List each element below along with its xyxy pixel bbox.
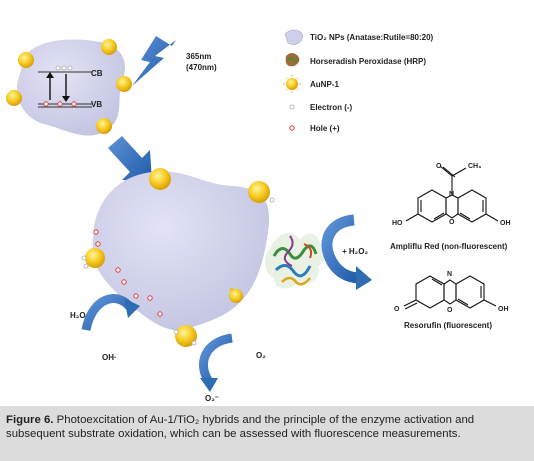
caption-text: Photoexcitation of Au-1/TiO₂ hybrids and… [6,414,475,440]
cb-label: CB [91,69,103,78]
electron-icon [67,65,73,71]
hole-legend-icon [289,125,295,131]
lightning-bolt-icon [132,36,176,86]
electron-icon [173,329,179,335]
hole-icon [147,295,153,301]
caption-background [0,406,534,461]
h2o-label: H₂O [70,311,86,320]
resorufin-oh-label: OH [498,306,509,313]
electron-icon [191,340,197,346]
resorufin-name: Resorufin (fluorescent) [404,321,492,330]
hole-icon [133,293,139,299]
gold-np-icon [18,52,34,68]
gold-np-icon [96,118,112,134]
o2-label: O₂ [256,351,266,360]
electron-icon [269,197,275,203]
electron-icon [81,255,87,261]
hole-icon [157,311,163,317]
hole-icon [57,101,63,107]
gold-np-icon [101,39,117,55]
caption-label: Figure 6. [6,414,54,426]
tio2-legend-icon [284,29,303,45]
superoxide-label: O₂⁻ [205,394,219,403]
wavelength-label: 365nm [186,52,211,61]
transfer-arrow-icon [108,136,152,182]
resorufin-ring-o-label: O [447,307,453,314]
oh-radical-label: OH· [102,353,117,362]
ampliflu-oh-label: OH [500,220,511,227]
aunp-legend-icon [283,75,301,93]
hrp-legend-icon [285,53,300,67]
legend-hrp: Horseradish Peroxidase (HRP) [310,57,426,66]
ampliflu-name: Ampliflu Red (non-fluorescent) [390,242,508,251]
gold-np-icon [85,248,105,268]
ampliflu-o-label: O [436,163,442,170]
figure-graphic: CB VB 365nm (470nm) [6,29,511,403]
ampliflu-n-label: N [449,191,454,198]
hole-icon [71,101,77,107]
hole-icon [115,267,121,273]
ampliflu-ring-o-label: O [449,219,455,226]
ampliflu-ho-label: HO [392,220,403,227]
hole-icon [121,279,127,285]
electron-icon [55,65,61,71]
resorufin-structure [403,275,497,310]
legend-tio2: TiO₂ NPs (Anatase:Rutile=80:20) [310,33,434,42]
figure-caption: Figure 6. Photoexcitation of Au-1/TiO₂ h… [6,413,528,441]
gold-np-icon [6,90,22,106]
ampliflu-red-structure [405,165,499,223]
resorufin-keto-o-label: O [394,306,400,313]
vb-label: VB [91,100,102,109]
electron-icon [83,263,89,269]
large-tio2-particle [81,168,275,347]
ch3-label: CH₃ [468,163,481,170]
electron-icon [61,65,67,71]
h2o2-label: + H₂O₂ [342,247,368,256]
h2o-oxidation-arrow-icon [81,294,140,332]
hrp-enzyme-icon [265,233,326,289]
substrate-conversion-arrow-icon [321,214,372,290]
hole-icon [95,241,101,247]
gold-np-icon [248,181,270,203]
resorufin-n-label: N [447,271,452,278]
legend-electron: Electron (-) [310,103,353,112]
wavelength-alt-label: (470nm) [186,63,217,72]
o2-reduction-arrow-icon [199,333,233,392]
legend-hole: Hole (+) [310,124,340,133]
small-tio2-particle: CB VB [6,39,132,136]
legend-aunp: AuNP-1 [310,80,339,89]
hole-icon [43,101,49,107]
gold-np-icon [116,76,132,92]
gold-np-icon [149,168,171,190]
hole-icon [93,229,99,235]
gold-np-icon [175,325,197,347]
gold-np-icon [229,289,243,303]
electron-legend-icon [289,104,295,110]
legend: TiO₂ NPs (Anatase:Rutile=80:20) Horserad… [283,29,434,133]
